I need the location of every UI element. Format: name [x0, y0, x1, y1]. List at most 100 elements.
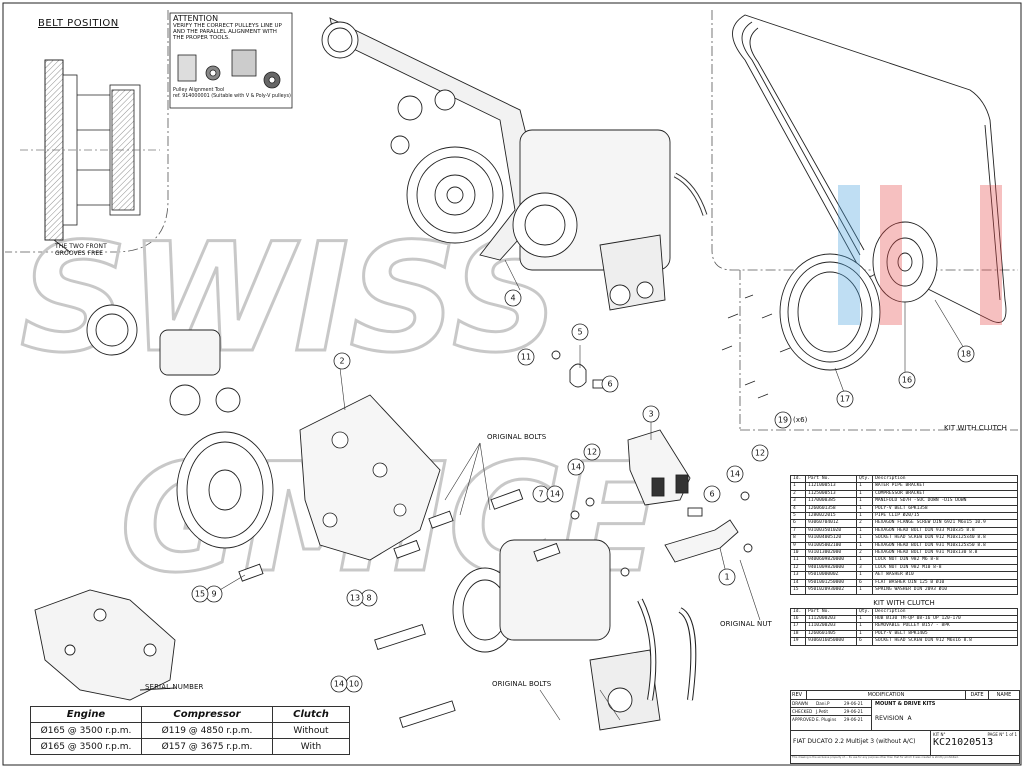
clutch-table-row-cell: 9306016050000 [805, 637, 857, 646]
svg-text:9: 9 [211, 590, 216, 599]
parts-table-row-cell: HEXAGON HEAD BOLT DIN 931 M10x130 8.8 [872, 549, 1018, 558]
callout-13 [346, 589, 364, 607]
clutch-table-row-cell: 16 [790, 614, 806, 624]
svg-text:14: 14 [571, 463, 581, 472]
parts-table-row-cell: 1125000513 [805, 489, 857, 499]
callout-6a [601, 375, 619, 393]
callout-17 [836, 390, 854, 408]
belt-position-panel-border [5, 10, 169, 253]
callout-6b [703, 485, 721, 503]
svg-text:1: 1 [724, 573, 729, 582]
clutch-table-row-cell: 1112000203 [805, 614, 857, 624]
belt-position-view [20, 59, 160, 253]
svg-text:15: 15 [195, 590, 205, 599]
serial-number-part [34, 589, 176, 701]
parts-table-row-cell: 9501000000Z [805, 571, 857, 580]
svg-text:6: 6 [709, 490, 714, 499]
parts-table-row-cell: 1 [855, 571, 874, 580]
callout-16 [898, 371, 916, 389]
callout-5 [571, 323, 589, 341]
parts-table-row-cell: PIPE CLIP Ø20/15 [872, 512, 1018, 521]
parts-table-row-cell: LOCK NUT DIN 982 M10 8-8 [872, 563, 1018, 573]
callout-19 [774, 411, 792, 429]
svg-text:4: 4 [510, 294, 515, 303]
parts-table-row-cell: 3 [855, 563, 874, 573]
label-original-nut: ORIGINAL NUT [720, 620, 772, 628]
parts-table: Id. Part No. Qty. Description 1 112100051… [790, 474, 1018, 595]
background-color-blocks [838, 185, 1002, 325]
svg-text:3: 3 [648, 410, 653, 419]
parts-table-row-cell: 931005002100 [805, 541, 857, 551]
performance-table-row-cell: With [272, 738, 350, 755]
svg-text:14: 14 [334, 680, 344, 689]
callout-2 [333, 352, 351, 370]
parts-table-row-cell: 9401009820000 [805, 563, 857, 573]
parts-table-row-cell: 1 [855, 512, 874, 521]
svg-text:2: 2 [339, 357, 344, 366]
clutch-table-header: Id. Part No. Qty. Description [790, 607, 1018, 616]
parts-table-row-cell: POLY-V BELT 6PK1358 [872, 504, 1018, 514]
svg-text:16: 16 [902, 376, 912, 385]
parts-table-row-cell: 12 [790, 563, 806, 573]
parts-table-row-cell: MANIFOLD SD7H -SUC DOWN -DIS DOWN [872, 497, 1018, 506]
clutch-table-row-cell: 17 [790, 622, 806, 631]
label-original-bolts-bottom: ORIGINAL BOLTS [492, 680, 552, 688]
svg-text:19: 19 [778, 416, 788, 425]
performance-table-row-cell: Ø157 @ 3675 r.p.m. [141, 738, 273, 755]
callout-4 [504, 289, 522, 307]
parts-table-row-cell: 1 [855, 541, 874, 551]
parts-table-row-cell: FLAT WASHER DIN 125 B Ø10 [872, 578, 1018, 588]
leader-lines [212, 259, 966, 721]
parts-table-row-cell: AET WASHER Ø10 [872, 571, 1018, 580]
parts-table-row-cell: 1121000513 [805, 482, 857, 491]
performance-table-row-cell: Ø165 @ 3500 r.p.m. [30, 722, 142, 739]
parts-table-row-cell: 1260601358 [805, 504, 857, 514]
bottom-compressor [452, 539, 697, 731]
parts-table-row-cell: 9400609820000 [805, 556, 857, 565]
belt-position-note: THE TWO FRONT GROOVES FREE [55, 243, 107, 257]
pipe-clip [569, 363, 587, 388]
parts-table-row-cell: 1 [855, 504, 874, 514]
parts-table-row-cell: HEXAGON FLANGE SCREW DIN 6921 M6x15 10.9 [872, 519, 1018, 528]
svg-text:8: 8 [366, 594, 371, 603]
parts-table-row-cell: 1170000385 [805, 497, 857, 506]
bolts [238, 350, 753, 729]
performance-table-row-cell: Ø119 @ 4850 r.p.m. [141, 722, 273, 739]
callout-3 [642, 405, 660, 423]
parts-table-row-cell: 931013002000 [805, 549, 857, 558]
callout-11 [517, 348, 535, 366]
svg-text:14: 14 [730, 470, 740, 479]
callout-14a [567, 458, 585, 476]
parts-table-row-cell: LOCK NUT DIN 982 M6 8-8 [872, 556, 1018, 565]
label-kit-with-clutch: KIT WITH CLUTCH [944, 424, 1007, 432]
clutch-table-row-cell: 1 [855, 614, 874, 624]
parts-table-header: Id. Part No. Qty. Description [790, 474, 1018, 484]
svg-text:10: 10 [349, 680, 359, 689]
attention-title: ATTENTION [173, 14, 219, 23]
parts-table-row-cell: SOCKET HEAD SCREW DIN 912 M10x125x40 8.8 [872, 534, 1018, 543]
watermark-line1: SWISS [20, 212, 560, 386]
callout-14d [330, 675, 348, 693]
svg-text:5: 5 [577, 328, 582, 337]
callout-14b [546, 485, 564, 503]
parts-table-row-cell: 9501020930002 [805, 586, 857, 595]
clutch-table-title: KIT WITH CLUTCH [873, 598, 935, 607]
parts-table-container: Id. Part No. Qty. Description 1 112100051… [790, 474, 1018, 646]
svg-text:6: 6 [607, 380, 612, 389]
parts-table-row-cell: 9310035010Z0 [805, 526, 857, 536]
performance-table-row: Ø165 @ 3500 r.p.m.Ø119 @ 4850 r.p.m.With… [30, 722, 350, 739]
parts-table-row-cell: 1 [855, 526, 874, 536]
parts-table-row-cell: 1 [855, 534, 874, 543]
callout-14c [726, 465, 744, 483]
parts-table-row-cell: 1 [855, 556, 874, 565]
callout-12a [583, 443, 601, 461]
performance-table-row-cell: Without [272, 722, 350, 739]
